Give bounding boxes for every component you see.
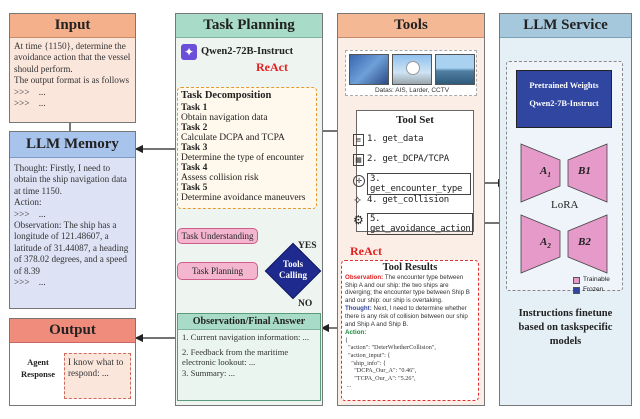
tool-item-1: ≡ 1. get_data (353, 131, 471, 149)
tool-label: 2. get_DCPA/TCPA (367, 154, 449, 164)
planning-react-label: ReAct (256, 60, 288, 74)
observation-box: Observation/Final Answer 1. Current navi… (177, 313, 321, 401)
observation-item: 2. Feedback from the maritime electronic… (182, 346, 291, 368)
task-label: Task 4 (181, 163, 208, 173)
task-label: Task 1 (181, 103, 208, 113)
observation-item: 3. Summary: ... (182, 367, 235, 378)
data-caption: Datas: AIS, Larder, CCTV (374, 87, 450, 94)
action-label: Action: (345, 329, 367, 337)
input-title: Input (10, 14, 135, 38)
action-code: { "action": "DeterWhetherCollision", "ac… (345, 336, 436, 390)
pretrained-weights-box: Pretrained Weights Qwen2-7B-Instruct (516, 70, 612, 128)
tool-results-title: Tool Results (382, 262, 438, 273)
output-panel: Output Agent Response I know what to res… (9, 318, 136, 406)
collision-icon: ✧ (353, 194, 363, 207)
output-title: Output (10, 319, 135, 343)
task-item-5: Task 5 Determine avoidance maneuvers (181, 183, 313, 203)
task-label: Task 5 (181, 183, 208, 193)
radar-image (392, 54, 432, 85)
task-desc: Assess collision risk (181, 173, 259, 183)
legend-trainable-label: Trainable (583, 276, 610, 283)
tool-label: 3. get_encounter_type (367, 173, 471, 195)
tools-react-label: ReAct (350, 244, 382, 258)
radar-dome-icon (406, 61, 420, 75)
task-understanding-box: Task Understanding (177, 228, 258, 244)
toolset-box: Tool Set (356, 110, 474, 232)
observation-list: 1. Current navigation information: ... 2… (178, 330, 320, 380)
lora-b2-label: B2 (578, 236, 591, 248)
ais-map-image (349, 54, 389, 85)
task-item-4: Task 4 Assess collision risk (181, 163, 313, 183)
legend-trainable-swatch (573, 277, 580, 284)
observation-label: Observation: (345, 274, 384, 281)
tools-title: Tools (338, 14, 484, 38)
thought-label: Thought: (345, 305, 372, 313)
task-list: Task 1 Obtain navigation data Task 2 Cal… (181, 103, 313, 203)
memory-panel: LLM Memory Thought: Firstly, I need to o… (9, 131, 136, 309)
observation-text: The encounter type between Ship A and ou… (345, 274, 472, 304)
memory-text: Thought: Firstly, I need to obtain the s… (14, 163, 129, 288)
compass-icon: ✛ (353, 175, 365, 187)
calculator-icon: ▦ (353, 154, 364, 166)
planning-model-name: Qwen2-72B-Instruct (201, 46, 294, 57)
tools-calling-label: Tools Calling (278, 259, 307, 280)
lora-label: LoRA (551, 199, 579, 211)
legend-frozen-swatch (573, 287, 580, 294)
llm-service-caption: Instructions finetune based on taskspeci… (518, 308, 613, 347)
task-label: Task 3 (181, 143, 208, 153)
output-response-box: I know what to respond: ... (64, 353, 131, 399)
legend-frozen-label: Frozen (583, 286, 604, 293)
task-desc: Determine the type of encounter (181, 153, 304, 163)
lora-a1-label: A1 (540, 165, 551, 180)
task-label: Task 2 (181, 123, 208, 133)
lora-b1-label: B1 (578, 165, 591, 177)
pretrained-weights-title: Pretrained Weights (529, 81, 599, 90)
toolset-title: Tool Set (396, 114, 434, 126)
task-desc: Calculate DCPA and TCPA (181, 133, 285, 143)
planning-title: Task Planning (176, 14, 322, 38)
task-decomposition-title: Task Decomposition (181, 90, 272, 101)
memory-title: LLM Memory (10, 132, 135, 158)
observation-title: Observation/Final Answer (178, 314, 320, 330)
yes-label: YES (298, 241, 317, 251)
tool-label: 4. get_collision (367, 195, 449, 205)
tool-results-thought: Thought: Next, I need to determine wheth… (345, 305, 475, 328)
tool-results-observation: Observation: The encounter type between … (345, 274, 475, 304)
pretrained-weights-model: Qwen2-7B-Instruct (529, 99, 599, 108)
llm-service-title: LLM Service (500, 14, 631, 38)
cctv-image (435, 54, 475, 85)
tool-label: 1. get_data (367, 134, 424, 144)
task-item-2: Task 2 Calculate DCPA and TCPA (181, 123, 313, 143)
tool-item-5: ⚙ 5. get_avoidance_action (353, 212, 474, 235)
tool-results-box: Tool Results Observation: The encounter … (341, 260, 479, 401)
task-desc: Determine avoidance maneuvers (181, 193, 306, 203)
tool-item-2: ▦ 2. get_DCPA/TCPA (353, 151, 471, 169)
qwen-logo-icon: ✦ (181, 44, 197, 60)
task-desc: Obtain navigation data (181, 113, 268, 123)
task-item-1: Task 1 Obtain navigation data (181, 103, 313, 123)
tool-item-3: ✛ 3. get_encounter_type (353, 172, 471, 195)
data-source-images: Datas: AIS, Larder, CCTV (345, 50, 477, 96)
lora-a2-label: A2 (540, 236, 551, 251)
thought-text: Next, I need to determine whether there … (345, 305, 470, 328)
input-panel: Input At time {1150}, determine the avoi… (9, 13, 136, 123)
task-item-3: Task 3 Determine the type of encounter (181, 143, 313, 163)
no-label: NO (298, 299, 313, 309)
agent-response-label: Agent Response (20, 357, 55, 379)
observation-item: 1. Current navigation information: ... (182, 332, 309, 342)
tool-label: 5. get_avoidance_action (367, 213, 474, 235)
task-decomposition-box: Task Decomposition Task 1 Obtain navigat… (177, 87, 317, 209)
data-icon: ≡ (353, 134, 364, 146)
gear-icon: ⚙ (353, 213, 364, 227)
tool-item-4: ✧ 4. get_collision (353, 192, 471, 210)
input-text: At time {1150}, determine the avoidance … (14, 41, 131, 109)
task-planning-box: Task Planning (177, 262, 258, 280)
